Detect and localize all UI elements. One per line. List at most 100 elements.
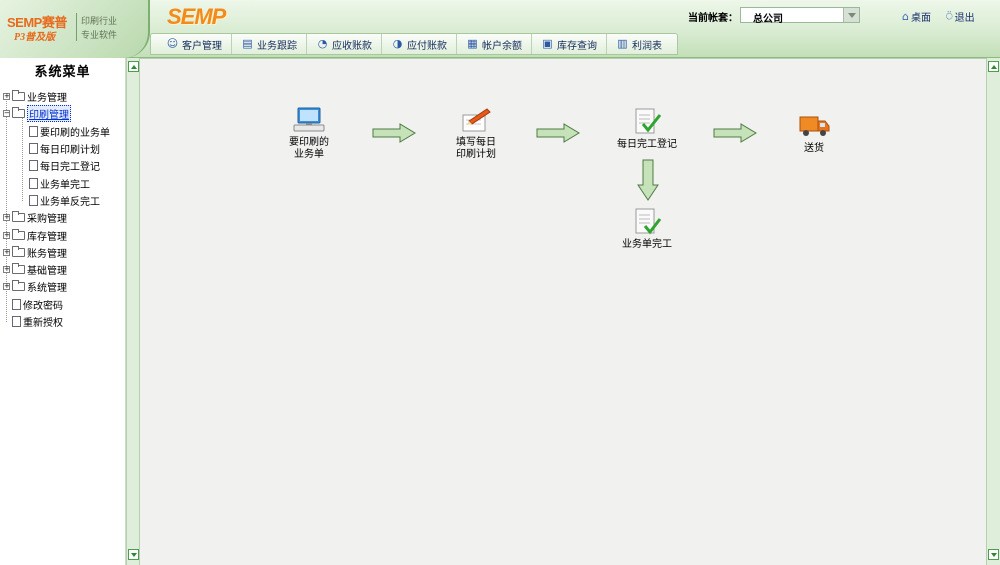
logo-tagline: 印刷行业 专业软件 [81,15,117,43]
account-select[interactable]: 总公司 [740,7,860,25]
flow-step-label-1: 要印刷的 [289,137,329,148]
menu-folder-purchasing[interactable]: + 采购管理 [0,209,126,226]
expand-icon[interactable]: + [3,230,10,239]
truck-icon [799,116,830,136]
sidebar-splitter[interactable] [126,58,140,565]
toolbar-receivable[interactable]: ◔ 应收账款 [306,34,381,54]
menu-item-order-complete[interactable]: 业务单完工 [0,174,126,191]
main-scrollbar[interactable] [986,58,1000,565]
menu-tree: + 业务管理 − 印刷管理 要印刷的业务单 每日印刷计划 每日完工登记 业务单完… [0,88,126,330]
flow-step-delivery[interactable]: 送货 [792,111,836,155]
menu-item-order-uncomplete[interactable]: 业务单反完工 [0,192,126,209]
logo-main-text: SEMP赛普 [7,15,67,30]
logo-edition-text: P3普及版 [14,32,56,43]
scroll-down-button[interactable] [988,549,999,560]
expand-icon[interactable]: + [3,265,10,274]
toolbar-label: 帐户余额 [482,40,522,52]
document-icon [12,298,21,310]
pen-icon [462,108,491,132]
logout-link-label: 退出 [954,13,975,24]
document-check-icon [635,208,662,235]
toolbar-inventory[interactable]: ▣ 库存查询 [531,34,606,54]
menu-item-reauthorize[interactable]: 重新授权 [0,313,126,330]
document-icon [29,177,38,189]
logo-tagline-1: 印刷行业 [81,17,118,27]
arrow-right-icon [713,123,757,143]
menu-label: 业务单完工 [40,179,90,191]
flow-step-label-1: 填写每日 [456,137,496,148]
folder-icon [12,280,25,292]
menu-label: 业务单反完工 [40,196,100,208]
folder-icon [12,245,25,257]
menu-item-change-password[interactable]: 修改密码 [0,296,126,313]
arrow-right-icon [372,123,416,143]
expand-icon[interactable]: + [3,247,10,256]
menu-label: 系统管理 [27,283,67,295]
collapse-icon[interactable]: − [3,109,10,118]
toolbar-label: 应付账款 [407,40,447,52]
menu-folder-business[interactable]: + 业务管理 [0,88,126,105]
desktop-link[interactable]: ⌂ 桌面 [902,9,931,24]
account-select-value: 总公司 [753,14,783,25]
menu-label: 账务管理 [27,248,67,260]
folder-icon [12,228,25,240]
expand-icon[interactable]: + [3,213,10,222]
menu-item-orders-to-print[interactable]: 要印刷的业务单 [0,123,126,140]
menu-folder-inventory[interactable]: + 库存管理 [0,226,126,243]
scroll-down-button[interactable] [128,549,139,560]
profit-chart-icon: ▥ [617,37,628,50]
checklist-icon [635,108,662,134]
toolbar-payable[interactable]: ◑ 应付账款 [381,34,456,54]
menu-label: 每日完工登记 [40,162,100,174]
logo-tagline-2: 专业软件 [81,31,118,41]
document-icon [29,125,38,137]
toolbar-label: 利润表 [632,40,662,52]
workflow-panel: 要印刷的 业务单 填写每日 印刷计划 每日完工登记 [140,58,986,565]
menu-label: 业务管理 [27,93,67,105]
menu-folder-basic[interactable]: + 基础管理 [0,261,126,278]
arrow-down-icon [637,159,659,201]
document-icon [12,316,21,327]
menu-label: 要印刷的业务单 [40,127,110,139]
brand-title: SEMP [167,4,226,29]
system-menu: 系统菜单 + 业务管理 − 印刷管理 要印刷的业务单 每日印刷计划 每日完工登记 [0,58,126,565]
logout-icon: ⍥ [946,9,953,23]
menu-folder-accounts[interactable]: + 账务管理 [0,244,126,261]
toolbar-profit[interactable]: ▥ 利润表 [606,34,671,54]
toolbar-customers[interactable]: ☺ 客户管理 [157,34,231,54]
flow-step-daily-completion[interactable]: 每日完工登记 [610,107,684,151]
home-icon: ⌂ [902,10,909,23]
flow-step-daily-print-plan[interactable]: 填写每日 印刷计划 [446,105,506,161]
flow-step-orders-to-print[interactable]: 要印刷的 业务单 [280,105,338,161]
flow-step-order-complete[interactable]: 业务单完工 [614,207,680,251]
scroll-up-button[interactable] [128,61,139,72]
chevron-down-icon[interactable] [843,8,859,22]
document-icon [29,143,38,155]
expand-icon[interactable]: + [3,92,10,101]
inventory-icon: ▣ [542,37,553,50]
menu-folder-printing[interactable]: − 印刷管理 [0,105,126,123]
expand-icon[interactable]: + [3,282,10,291]
monitor-icon [293,107,325,132]
account-label: 当前帐套： [688,13,738,24]
folder-icon [12,90,25,102]
menu-folder-system[interactable]: + 系统管理 [0,278,126,295]
toolbar-balance[interactable]: ▦ 帐户余额 [456,34,531,54]
toolbar-label: 库存查询 [557,40,597,52]
menu-item-daily-completion[interactable]: 每日完工登记 [0,157,126,174]
menu-item-daily-print-plan[interactable]: 每日印刷计划 [0,140,126,157]
desktop-link-label: 桌面 [910,13,931,24]
document-icon [29,160,38,172]
folder-icon [12,211,25,223]
flow-step-label-2: 印刷计划 [456,149,496,160]
logo-divider [76,13,77,41]
flow-step-label-1: 业务单完工 [622,239,672,250]
folder-open-icon [12,107,25,119]
menu-label: 重新授权 [23,318,63,329]
logo: SEMP赛普 P3普及版 印刷行业 专业软件 [0,0,150,58]
logout-link[interactable]: ⍥ 退出 [946,9,975,25]
scroll-up-button[interactable] [988,61,999,72]
system-menu-title: 系统菜单 [34,65,91,80]
toolbar-tracking[interactable]: ▤ 业务跟踪 [231,34,306,54]
flow-step-label-2: 业务单 [294,149,324,160]
